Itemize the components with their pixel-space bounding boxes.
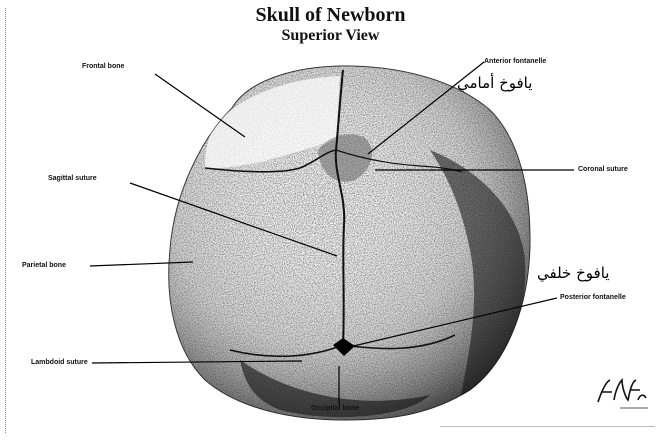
label-anterior-fontanelle-arabic: يافوخ أمامي: [457, 74, 532, 92]
label-occipital-bone: Occipital bone: [311, 405, 359, 412]
label-frontal-bone: Frontal bone: [82, 63, 124, 70]
label-posterior-fontanelle-arabic: يافوخ خلفي: [537, 264, 609, 282]
netter-signature: [592, 372, 652, 414]
label-parietal-bone: Parietal bone: [22, 262, 66, 269]
label-lambdoid-suture: Lambdoid suture: [31, 359, 88, 366]
label-sagittal-suture: Sagittal suture: [48, 175, 97, 182]
label-coronal-suture: Coronal suture: [578, 166, 628, 173]
leader-frontal: [155, 74, 245, 137]
label-posterior-fontanelle: Posterior fontanelle: [560, 294, 626, 301]
label-anterior-fontanelle: Anterior fontanelle: [484, 58, 546, 65]
